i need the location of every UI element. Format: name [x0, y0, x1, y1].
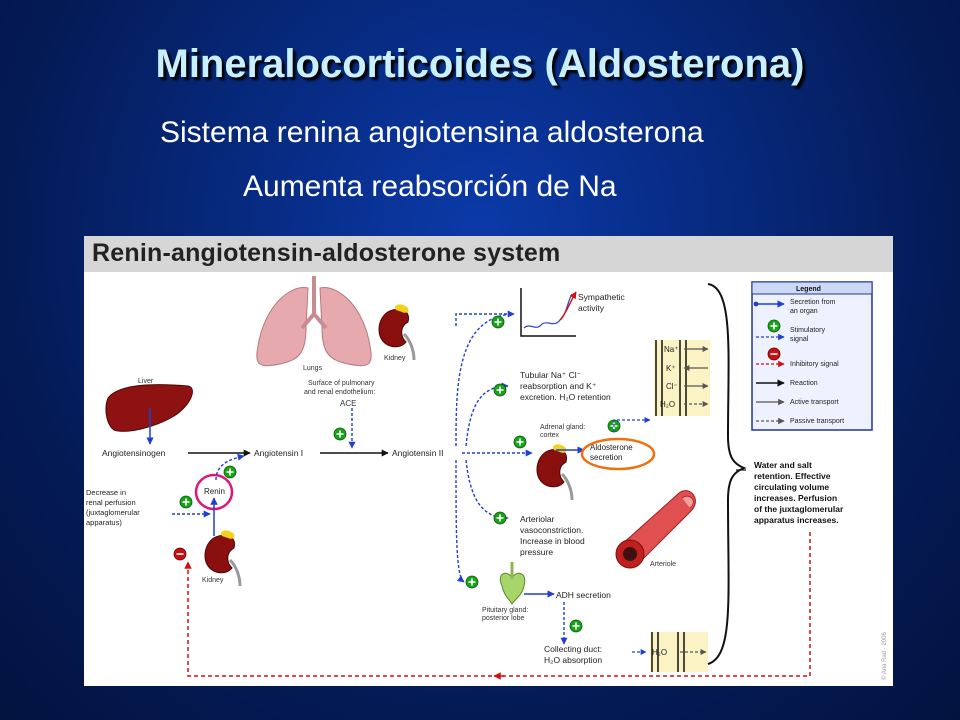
- ion-transport-box: [654, 340, 710, 416]
- collecting-duct-box: [650, 632, 708, 672]
- kidney-top-icon: [377, 302, 416, 362]
- collecting-line1: Collecting duct:: [544, 644, 602, 654]
- arteriolar-stimulatory-icon: [493, 511, 507, 525]
- decrease-line4: apparatus): [86, 518, 122, 527]
- slide-title: Mineralocorticoides (Aldosterona): [155, 42, 805, 86]
- liver-label: Liver: [138, 378, 154, 385]
- water-line3: circulating volume: [754, 482, 829, 492]
- sympathetic-line1: Sympathetic: [578, 292, 626, 302]
- perfusion-stimulatory-icon: [179, 495, 193, 509]
- aldosterone-to-tubule-arrow: [613, 417, 651, 432]
- copyright-text: © Ana Rad · 2006: [881, 632, 888, 680]
- ace-line1: Surface of pulmonary: [308, 380, 375, 387]
- legend-stimulatory-line2: signal: [790, 336, 809, 343]
- adrenal-line2: cortex: [540, 432, 560, 439]
- kidney-top-label: Kidney: [384, 355, 406, 362]
- figure-title: Renin-angiotensin-aldosterone system: [92, 239, 561, 267]
- h2o-bottom-label: H₂O: [652, 648, 667, 657]
- collecting-line2: H₂O absorption: [544, 655, 602, 665]
- slide-subtitle-1: Sistema renina angiotensina aldosterona: [160, 116, 704, 149]
- decrease-line1: Decrease in: [86, 488, 126, 497]
- legend-passive: Passive transport: [790, 418, 844, 425]
- water-line5: of the juxtaglomerular: [754, 504, 844, 514]
- ace-line3: ACE: [340, 399, 356, 408]
- figure-header: [84, 236, 893, 272]
- legend-inhibitory: Inhibitory signal: [790, 361, 839, 368]
- water-line1: Water and salt: [754, 460, 812, 470]
- ion-cl-label: Cl⁻: [666, 382, 678, 391]
- raas-figure: Renin-angiotensin-aldosterone system: [84, 236, 893, 686]
- adrenal-line1: Adrenal gland:: [540, 424, 585, 431]
- renin-to-reaction-arrow: [215, 453, 245, 481]
- legend-box: [751, 281, 873, 431]
- decrease-line3: (juxtaglomerular: [86, 508, 140, 517]
- legend-active: Active transport: [790, 399, 839, 406]
- kidney-bottom-label: Kidney: [202, 577, 224, 584]
- tubular-stimulatory-icon: [493, 383, 507, 397]
- outcome-brace: [707, 283, 747, 665]
- legend-secretion-line1: Secretion from: [790, 299, 836, 306]
- water-line4: increases. Perfusion: [754, 493, 837, 503]
- adrenal-stimulatory-icon: [513, 435, 527, 449]
- arteriole-label: Arteriole: [650, 561, 676, 568]
- angiotensin-i-label: Angiotensin I: [254, 448, 303, 458]
- arteriolar-line2: vasoconstriction.: [520, 525, 583, 535]
- pituitary-line1: Pituitary gland:: [482, 607, 528, 614]
- aldosterone-highlight: [580, 437, 656, 471]
- aldosterone-line2: secretion: [590, 453, 622, 462]
- legend-stimulatory-line1: Stimulatory: [790, 327, 826, 334]
- slide-subtitle-2: Aumenta reabsorción de Na: [243, 170, 617, 203]
- tubular-line2: reabsorption and K⁺: [520, 381, 597, 391]
- adh-stimulatory-icon: [569, 619, 583, 633]
- ion-h2o-label: H₂O: [660, 400, 675, 409]
- renin-stimulatory-icon: [223, 465, 237, 479]
- raas-diagram-svg: Lungs Kidney Liver Surface of pulmonary …: [86, 276, 888, 680]
- ace-line2: and renal endothelium:: [304, 389, 375, 396]
- ace-stimulatory-icon: [333, 427, 347, 441]
- sympathetic-chart-icon: [520, 288, 577, 337]
- legend-secretion-line2: an organ: [790, 308, 818, 315]
- adrenal-kidney-icon: [535, 442, 574, 502]
- lungs-label: Lungs: [303, 365, 323, 372]
- arteriolar-line1: Arteriolar: [520, 514, 555, 524]
- negative-feedback-loop: [184, 532, 811, 677]
- water-line6: apparatus increases.: [754, 515, 839, 525]
- sympathetic-stimulatory-icon: [491, 315, 505, 329]
- angiotensin-ii-label: Angiotensin II: [392, 448, 444, 458]
- feedback-inhibitory-icon: [173, 547, 187, 561]
- tubular-line3: excretion. H₂O retention: [520, 392, 611, 402]
- ion-k-label: K⁺: [666, 364, 676, 373]
- pituitary-icon: [499, 562, 526, 606]
- adh-label: ADH secretion: [556, 590, 611, 600]
- legend-reaction: Reaction: [790, 380, 818, 387]
- water-line2: retention. Effective: [754, 471, 831, 481]
- arteriolar-line4: pressure: [520, 547, 553, 557]
- arteriolar-line3: Increase in blood: [520, 536, 585, 546]
- legend-title: Legend: [796, 286, 821, 293]
- sympathetic-line2: activity: [578, 303, 605, 313]
- ion-na-label: Na⁺: [664, 345, 678, 354]
- arteriole-icon: [615, 490, 696, 569]
- pituitary-stimulatory-icon: [465, 575, 479, 589]
- angiotensinogen-label: Angiotensinogen: [102, 448, 166, 458]
- tubular-line1: Tubular Na⁺ Cl⁻: [520, 370, 582, 380]
- liver-icon: [105, 384, 193, 432]
- renin-label: Renin: [204, 487, 225, 496]
- lungs-icon: [256, 276, 372, 367]
- aldosterone-line1: Aldosterone: [590, 443, 633, 452]
- pituitary-line2: posterior lobe: [482, 615, 525, 622]
- decrease-line2: renal perfusion: [86, 498, 136, 507]
